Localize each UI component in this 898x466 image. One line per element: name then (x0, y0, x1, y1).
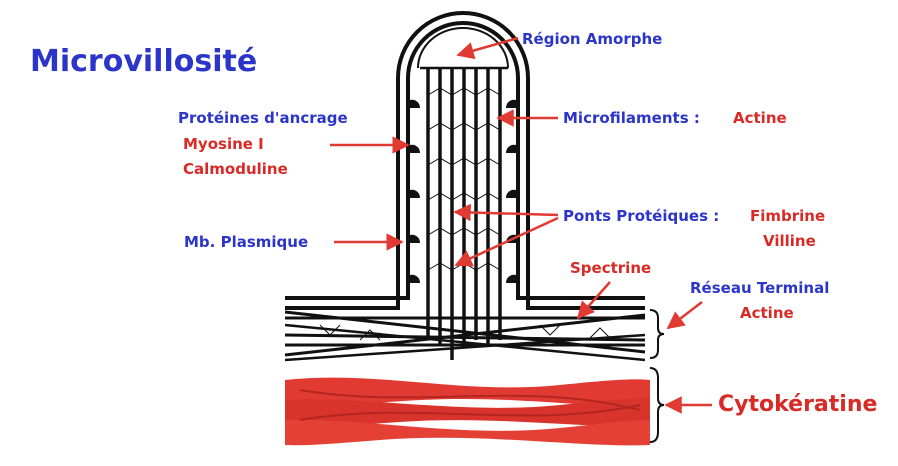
label-actine-microfilaments: Actine (733, 109, 787, 127)
label-spectrine: Spectrine (570, 259, 652, 277)
brackets (649, 309, 665, 443)
label-fimbrine: Fimbrine (750, 207, 826, 225)
label-actine-reseau: Actine (740, 304, 794, 322)
cytokeratin-band (285, 377, 650, 446)
label-region-amorphe: Région Amorphe (522, 30, 663, 48)
label-myosine: Myosine I (183, 135, 264, 153)
diagram-title: Microvillosité (30, 44, 258, 79)
anchor-proteins (410, 99, 516, 283)
label-mb-plasmique: Mb. Plasmique (184, 233, 309, 251)
amorphous-region (417, 27, 509, 69)
protein-bridges (427, 87, 501, 271)
label-microfilaments: Microfilaments : (563, 109, 700, 127)
label-calmoduline: Calmoduline (183, 160, 288, 178)
pointer-arrows (330, 36, 712, 414)
label-villine: Villine (763, 232, 816, 250)
label-cytokeratine: Cytokératine (718, 392, 878, 417)
plasma-membrane (285, 11, 645, 310)
label-reseau-terminal: Réseau Terminal (690, 279, 830, 297)
label-proteines-ancrage: Protéines d'ancrage (178, 109, 348, 127)
label-ponts-proteiques: Ponts Protéiques : (563, 207, 720, 225)
